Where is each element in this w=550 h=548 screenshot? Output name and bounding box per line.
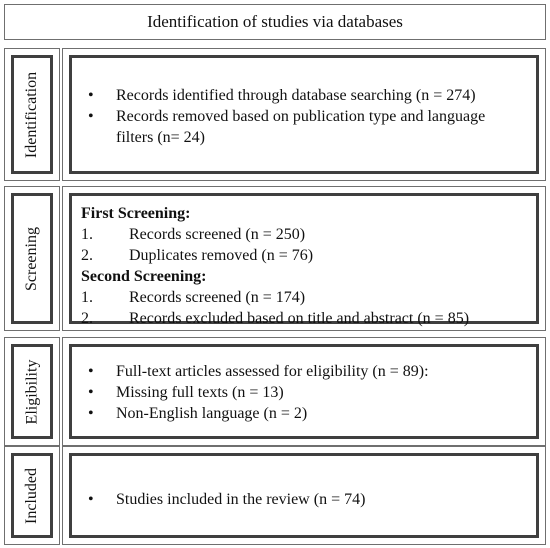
- first-screening-item-2: Duplicates removed (n = 76): [129, 247, 314, 264]
- second-screening-heading: Second Screening:: [81, 268, 207, 285]
- included-label-box: Included: [11, 453, 53, 538]
- eligibility-label-box: Eligibility: [11, 344, 53, 439]
- screening-label: Screening: [23, 226, 41, 291]
- list-item: • Missing full texts (n = 13): [80, 382, 520, 403]
- identification-item-1: Records identified through database sear…: [116, 87, 476, 104]
- included-content-frame: • Studies included in the review (n = 74…: [62, 446, 546, 545]
- screening-content-box: First Screening: 1. Records screened (n …: [69, 193, 539, 327]
- screening-list: First Screening: 1. Records screened (n …: [81, 203, 531, 329]
- eligibility-list: • Full-text articles assessed for eligib…: [80, 361, 520, 424]
- included-label-frame: Included: [4, 446, 60, 545]
- first-screening-heading: First Screening:: [81, 205, 191, 222]
- eligibility-label: Eligibility: [23, 359, 41, 424]
- identification-label-box: Identification: [11, 55, 53, 174]
- list-item: • Non-English language (n = 2): [80, 403, 520, 424]
- identification-item-2: Records removed based on publication typ…: [116, 108, 486, 146]
- identification-label: Identification: [23, 71, 40, 158]
- included-list: • Studies included in the review (n = 74…: [80, 489, 520, 510]
- diagram-title: Identification of studies via databases: [4, 4, 546, 40]
- list-item: • Records removed based on publication t…: [80, 106, 520, 148]
- list-item: 2. Duplicates removed (n = 76): [81, 245, 531, 266]
- item-number: 1.: [81, 226, 93, 243]
- included-content-box: • Studies included in the review (n = 74…: [69, 453, 539, 538]
- eligibility-item-1: Full-text articles assessed for eligibil…: [116, 363, 429, 380]
- identification-content-frame: • Records identified through database se…: [62, 48, 546, 181]
- diagram-title-text: Identification of studies via databases: [147, 12, 403, 31]
- eligibility-item-2: Missing full texts (n = 13): [116, 384, 284, 401]
- first-screening-item-1: Records screened (n = 250): [129, 226, 306, 243]
- included-item-1: Studies included in the review (n = 74): [116, 491, 366, 508]
- item-number: 1.: [81, 289, 93, 306]
- eligibility-label-frame: Eligibility: [4, 337, 60, 446]
- screening-label-box: Screening: [11, 193, 53, 324]
- list-item: • Records identified through database se…: [80, 85, 520, 106]
- second-screening-item-1: Records screened (n = 174): [129, 289, 306, 306]
- list-item: • Full-text articles assessed for eligib…: [80, 361, 520, 382]
- list-item: 1. Records screened (n = 250): [81, 224, 531, 245]
- item-number: 2.: [81, 247, 93, 264]
- included-label: Included: [23, 467, 41, 524]
- list-item: 2. Records excluded based on title and a…: [81, 308, 531, 329]
- identification-label-frame: Identification: [4, 48, 60, 181]
- screening-content-frame: First Screening: 1. Records screened (n …: [62, 186, 546, 331]
- bullet-icon: •: [88, 87, 94, 104]
- eligibility-content-frame: • Full-text articles assessed for eligib…: [62, 337, 546, 446]
- list-item: 1. Records screened (n = 174): [81, 287, 531, 308]
- item-number: 2.: [81, 310, 93, 327]
- identification-content-box: • Records identified through database se…: [69, 55, 539, 174]
- screening-label-frame: Screening: [4, 186, 60, 331]
- bullet-icon: •: [88, 384, 94, 401]
- bullet-icon: •: [88, 405, 94, 422]
- second-screening-item-2: Records excluded based on title and abst…: [129, 310, 470, 327]
- list-item: • Studies included in the review (n = 74…: [80, 489, 520, 510]
- eligibility-item-3: Non-English language (n = 2): [116, 405, 308, 422]
- bullet-icon: •: [88, 363, 94, 380]
- bullet-icon: •: [88, 491, 94, 508]
- eligibility-content-box: • Full-text articles assessed for eligib…: [69, 344, 539, 439]
- identification-list: • Records identified through database se…: [80, 85, 520, 148]
- bullet-icon: •: [88, 108, 94, 125]
